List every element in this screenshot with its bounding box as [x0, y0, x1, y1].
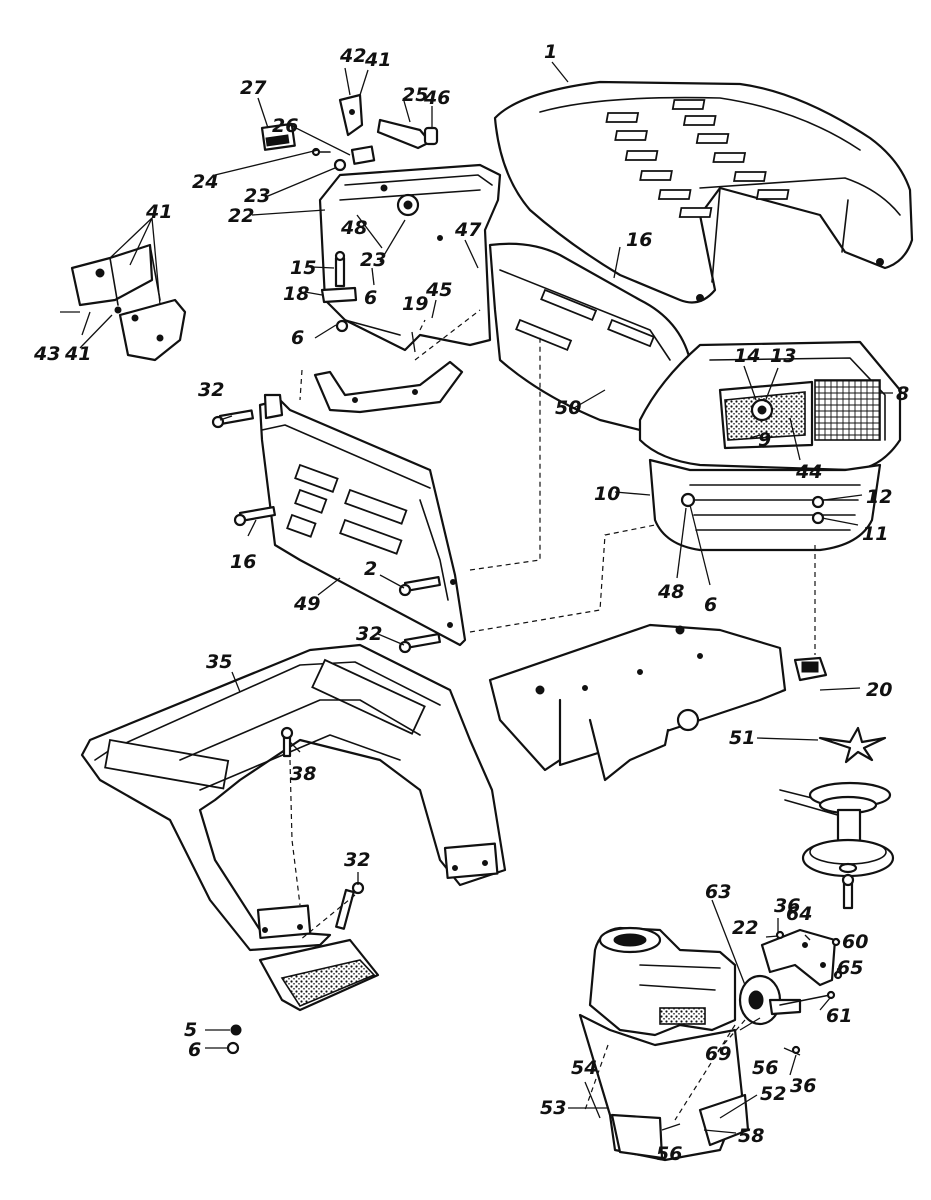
callout-41: 41 [64, 343, 91, 365]
callout-10: 10 [594, 483, 620, 505]
callout-6: 6 [364, 287, 377, 309]
callout-26: 26 [272, 115, 298, 137]
callout-16: 16 [230, 551, 256, 573]
callout-47: 47 [454, 219, 482, 241]
bracket-18 [320, 286, 358, 304]
bolt-32-bottom [335, 881, 365, 930]
callout-43: 43 [33, 343, 60, 365]
drive-pulley [779, 781, 895, 910]
callout-48: 48 [340, 217, 367, 239]
callout-8: 8 [896, 383, 909, 405]
washer-5 [230, 1024, 242, 1036]
dash-support-bracket [313, 360, 464, 414]
callout-51: 51 [729, 727, 755, 749]
callout-49: 49 [293, 593, 320, 615]
callout-6: 6 [704, 594, 717, 616]
callout-38: 38 [290, 763, 316, 785]
callout-64: 64 [786, 903, 812, 925]
callout-19: 19 [402, 293, 428, 315]
callout-44: 44 [795, 461, 822, 483]
callout-46: 46 [423, 87, 450, 109]
heat-shield-64 [760, 928, 837, 987]
hood [493, 80, 914, 304]
cooling-fan [818, 726, 887, 764]
callout-56: 56 [752, 1057, 778, 1079]
callout-41: 41 [145, 201, 172, 223]
callout-35: 35 [206, 651, 232, 673]
callout-36: 36 [774, 895, 800, 917]
callout-53: 53 [540, 1097, 566, 1119]
callout-41: 41 [364, 49, 391, 71]
callout-32: 32 [356, 623, 382, 645]
callout-2: 2 [364, 558, 377, 580]
callout-52: 52 [760, 1083, 786, 1105]
callout-labels: 1 2 5 6 6 6 6 8 9 10 11 12 13 14 15 16 1… [33, 41, 909, 1165]
ignition-switch [260, 122, 296, 151]
tractor-frame [488, 623, 828, 782]
screws-60-65-61 [775, 930, 843, 1055]
screw-38 [280, 726, 294, 758]
callout-60: 60 [842, 931, 868, 953]
callout-61: 61 [826, 1005, 852, 1027]
callout-5: 5 [184, 1019, 197, 1041]
choke-control [376, 118, 439, 150]
callout-12: 12 [866, 486, 892, 508]
callout-65: 65 [837, 957, 863, 979]
callout-48: 48 [657, 581, 684, 603]
callout-1: 1 [544, 41, 557, 63]
starter-motor [738, 974, 802, 1026]
leader-lines [60, 61, 893, 1134]
callout-6: 6 [291, 327, 304, 349]
callout-15: 15 [290, 257, 316, 279]
callout-22: 22 [228, 205, 254, 227]
callout-58: 58 [738, 1125, 764, 1147]
light-switch [350, 145, 376, 165]
rear-mat [258, 938, 380, 1012]
callout-11: 11 [862, 523, 888, 545]
callout-69: 69 [705, 1043, 731, 1065]
callout-18: 18 [283, 283, 309, 305]
bolt-32-mid [398, 632, 441, 654]
front-lower-housing [648, 458, 882, 552]
lift-handle-bracket [70, 243, 187, 362]
engine [588, 926, 737, 1037]
callout-20: 20 [866, 679, 892, 701]
callout-16: 16 [626, 229, 652, 251]
callout-45: 45 [425, 279, 452, 301]
callout-36: 36 [790, 1075, 816, 1097]
bolt-small [311, 147, 347, 172]
callout-42: 42 [339, 45, 366, 67]
callout-27: 27 [240, 77, 267, 99]
callout-23: 23 [360, 249, 386, 271]
callout-54: 54 [571, 1057, 597, 1079]
assembly-lines [289, 309, 816, 1121]
callout-22: 22 [732, 917, 758, 939]
callout-25: 25 [402, 84, 428, 106]
callout-6: 6 [188, 1039, 201, 1061]
callout-14: 14 [734, 345, 760, 367]
bolt-15 [334, 250, 346, 288]
bolt-16 [233, 505, 276, 527]
front-panel [258, 393, 467, 647]
nut-6 [335, 319, 349, 333]
front-grille-nose [638, 340, 902, 472]
callout-50: 50 [555, 397, 581, 419]
callout-9: 9 [758, 429, 771, 451]
callout-32: 32 [344, 849, 370, 871]
dash-panel [318, 163, 502, 352]
bolt-32-top [211, 409, 255, 429]
throttle-bracket [338, 93, 364, 137]
callout-63: 63 [705, 881, 731, 903]
nut-6-bottom [226, 1041, 240, 1055]
callout-23: 23 [244, 185, 270, 207]
rear-fender [80, 643, 507, 952]
engine-shroud [578, 1013, 750, 1162]
callout-13: 13 [770, 345, 796, 367]
callout-24: 24 [192, 171, 218, 193]
hood-louvers [605, 99, 790, 218]
callout-32: 32 [198, 379, 224, 401]
callout-56: 56 [656, 1143, 682, 1165]
